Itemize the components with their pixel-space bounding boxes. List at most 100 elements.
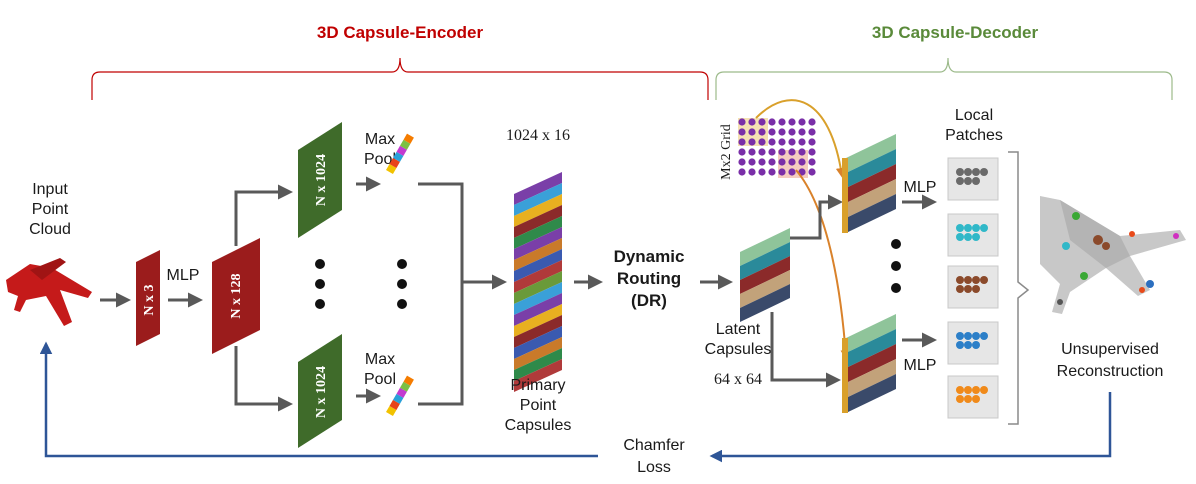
maxpool-top-2: Pool — [364, 151, 396, 168]
latent-label-1: Latent — [716, 321, 761, 338]
grid-dot — [778, 128, 786, 136]
primary-capsule-band — [514, 194, 562, 227]
grid-dot — [788, 148, 796, 156]
output-label-1: Unsupervised — [1061, 341, 1159, 358]
primary-capsule-band — [514, 238, 562, 271]
grid-dot — [778, 138, 786, 146]
patch-point — [980, 332, 988, 340]
grid-dot — [808, 128, 816, 136]
grid-dot — [798, 148, 806, 156]
primary-capsule-band — [514, 227, 562, 260]
grid-dot — [808, 158, 816, 166]
primary-capsule-band — [514, 260, 562, 293]
patch-point — [980, 224, 988, 232]
primary-capsule-band — [514, 172, 562, 205]
grid-dot — [748, 138, 756, 146]
mlp-label-encoder: MLP — [167, 267, 200, 284]
encoder-title: 3D Capsule-Encoder — [317, 23, 484, 42]
grid-dot — [768, 168, 776, 176]
grid-dot — [788, 118, 796, 126]
box-nx1024-top: N x 1024 — [298, 122, 342, 238]
grid-dot — [798, 138, 806, 146]
grid-dot — [798, 158, 806, 166]
maxpool-bottom-2: Pool — [364, 371, 396, 388]
local-patches-2: Patches — [945, 127, 1003, 144]
primary-capsule-band — [514, 359, 562, 392]
decoder-capsule-band — [846, 314, 896, 353]
primary-capsule-band — [514, 293, 562, 326]
grid-dot — [758, 158, 766, 166]
decoder-capsule-band — [846, 134, 896, 173]
grid-dot — [778, 118, 786, 126]
primary-label-2: Point — [520, 397, 557, 414]
input-label-3: Cloud — [29, 221, 71, 238]
latent-capsule-band — [740, 284, 790, 322]
input-label-2: Point — [32, 201, 69, 218]
grid-dot — [808, 138, 816, 146]
patch-point — [956, 386, 964, 394]
patch-point — [972, 386, 980, 394]
box-nx3: N x 3 — [136, 250, 160, 346]
box-nx1024-bottom-label: N x 1024 — [314, 366, 329, 418]
airplane-3d-icon — [1040, 196, 1186, 314]
grid-dots-icon — [738, 118, 816, 178]
primary-capsule-band — [514, 205, 562, 238]
grid-dot — [738, 138, 746, 146]
decoder-title: 3D Capsule-Decoder — [872, 23, 1039, 42]
patch-point — [972, 395, 980, 403]
grid-dot — [778, 168, 786, 176]
dr-label-2: Routing — [617, 269, 681, 288]
pooled-vector-bottom — [386, 375, 414, 416]
patch-point — [972, 224, 980, 232]
grid-dot — [738, 158, 746, 166]
grid-dot — [798, 118, 806, 126]
latent-capsules — [740, 228, 790, 322]
latent-size: 64 x 64 — [714, 371, 762, 388]
grid-dot — [758, 138, 766, 146]
latent-to-bottom — [770, 312, 841, 388]
primary-label-1: Primary — [510, 377, 565, 394]
box-nx128: N x 128 — [212, 238, 260, 354]
encoder-brace — [91, 57, 709, 100]
decoder-capsule-band — [846, 179, 896, 218]
mlp-label-decoder-bottom: MLP — [904, 357, 937, 374]
patch-point — [956, 285, 964, 293]
grid-dot — [808, 168, 816, 176]
patch-point — [972, 177, 980, 185]
grid-dot — [738, 148, 746, 156]
grid-dot — [768, 138, 776, 146]
decoder-capsule-band — [846, 149, 896, 188]
box-nx3-label: N x 3 — [142, 284, 157, 315]
curve-grid-bottom — [795, 169, 851, 360]
grid-dot — [748, 128, 756, 136]
patch-point — [980, 168, 988, 176]
patch-point — [980, 276, 988, 284]
decoder-capsule-band — [846, 359, 896, 398]
primary-capsules — [514, 172, 562, 392]
patch-point — [956, 233, 964, 241]
decoder-stack-top — [842, 134, 896, 233]
grid-dot — [768, 158, 776, 166]
primary-label-3: Capsules — [505, 417, 572, 434]
primary-capsule-band — [514, 216, 562, 249]
patch-point — [972, 276, 980, 284]
latent-capsule-band — [740, 242, 790, 280]
patch-point — [964, 168, 972, 176]
latent-label-2: Capsules — [705, 341, 772, 358]
primary-capsule-band — [514, 282, 562, 315]
patch-point — [964, 233, 972, 241]
decoder-capsule-band — [846, 164, 896, 203]
loss-line-left — [39, 341, 598, 458]
grid-dot — [778, 158, 786, 166]
ellipsis-dots-1 — [315, 259, 325, 309]
grid-concat-strip — [842, 338, 848, 413]
airplane-icon — [6, 258, 92, 326]
dr-label-1: Dynamic — [614, 247, 685, 266]
grid-dot — [738, 168, 746, 176]
patch-point — [956, 341, 964, 349]
patch-point — [964, 332, 972, 340]
box-nx128-label: N x 128 — [229, 273, 244, 318]
grid-dot — [788, 138, 796, 146]
patch-point — [956, 395, 964, 403]
box-nx1024-bottom: N x 1024 — [298, 334, 342, 448]
